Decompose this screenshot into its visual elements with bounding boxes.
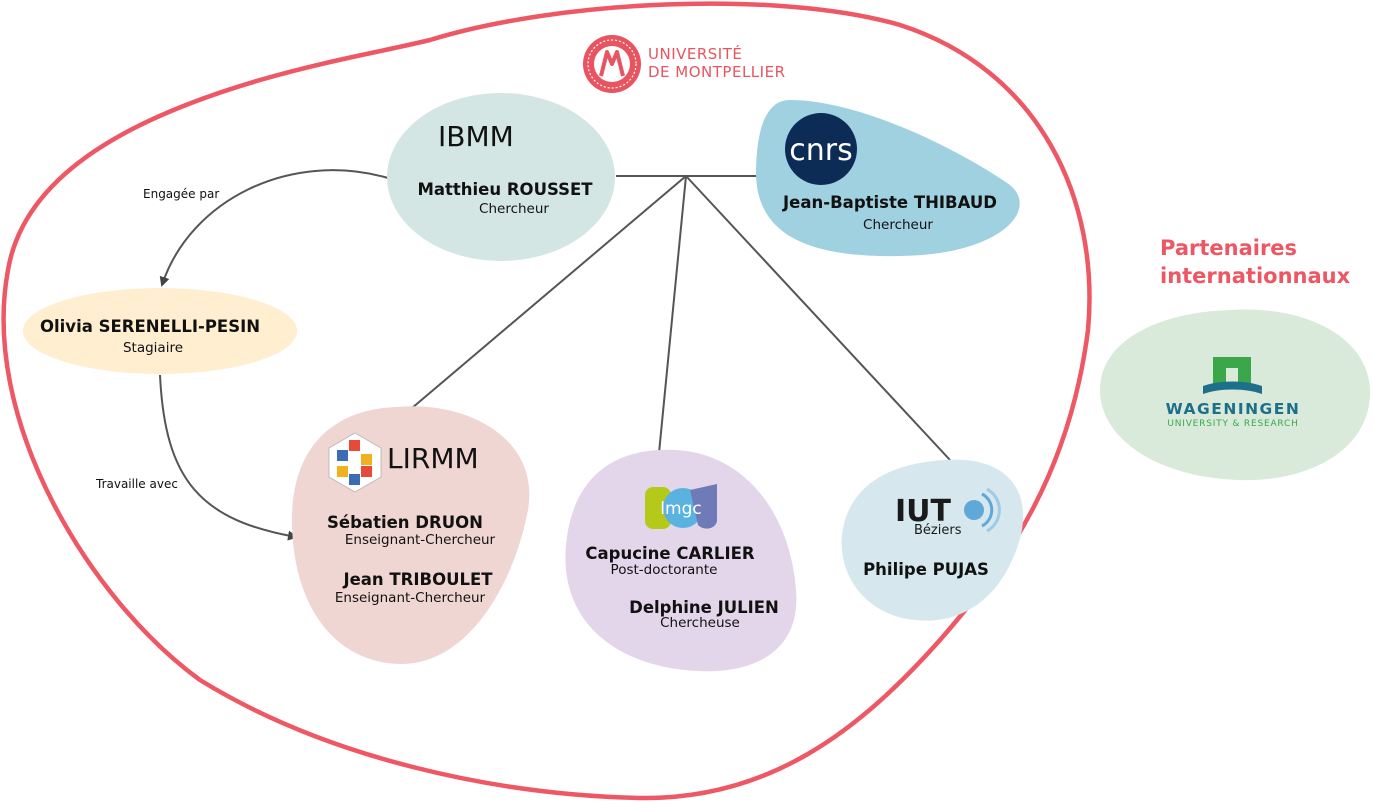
lirmm-person1-name: Sébatien DRUON [327, 513, 483, 532]
ibmm-person-role: Chercheur [479, 201, 549, 217]
wageningen-logo-icon [1203, 357, 1262, 394]
lmgc-person2-role: Chercheuse [660, 615, 740, 631]
node-lmgc: lmgc Capucine CARLIER Post-doctorante De… [565, 449, 797, 672]
edge-label-engaged-by: Engagée par [143, 187, 219, 201]
partners-title-line1: Partenaires [1160, 236, 1297, 260]
university-name-line2: DE MONTPELLIER [648, 63, 786, 81]
lmgc-logo-icon: lmgc [645, 484, 717, 529]
node-iut: IUT Béziers Philipe PUJAS [841, 459, 1024, 621]
intern-person-name: Olivia SERENELLI-PESIN [40, 317, 260, 336]
cnrs-logo-text: cnrs [789, 133, 852, 168]
university-seal-icon [583, 35, 641, 93]
edge-label-works-with: Travaille avec [95, 477, 178, 491]
lmgc-person2-name: Delphine JULIEN [629, 598, 779, 617]
cnrs-logo-icon: cnrs [785, 113, 857, 185]
lmgc-person1-role: Post-doctorante [611, 562, 718, 578]
wageningen-name: WAGENINGEN [1166, 400, 1301, 418]
intern-person-role: Stagiaire [123, 340, 183, 356]
arrow-engaged-by [159, 169, 389, 287]
lirmm-institution-label: LIRMM [387, 442, 479, 475]
link-hub-lirmm [411, 175, 687, 409]
node-intern: Olivia SERENELLI-PESIN Stagiaire [23, 288, 297, 374]
cnrs-person-role: Chercheur [863, 217, 933, 233]
wageningen-subtitle: UNIVERSITY & RESEARCH [1167, 419, 1298, 429]
ibmm-institution-label: IBMM [438, 120, 514, 153]
ibmm-person-name: Matthieu ROUSSET [417, 180, 593, 199]
link-hub-iut [685, 175, 951, 461]
link-hub-lmgc [658, 175, 687, 454]
lmgc-person1-name: Capucine CARLIER [585, 544, 754, 563]
collaboration-links [411, 175, 951, 461]
university-logo: UNIVERSITÉ DE MONTPELLIER [583, 35, 786, 93]
lirmm-logo-icon [328, 432, 382, 493]
node-lirmm: LIRMM Sébatien DRUON Enseignant-Chercheu… [292, 406, 530, 665]
iut-logo-text: IUT [895, 494, 952, 529]
iut-logo-subtext: Béziers [914, 523, 962, 538]
arrow-works-with [159, 374, 298, 541]
iut-person-name: Philipe PUJAS [863, 560, 989, 579]
node-ibmm: IBMM Matthieu ROUSSET Chercheur [387, 93, 615, 261]
partners-title-line2: internationnaux [1160, 264, 1351, 288]
university-name-line1: UNIVERSITÉ [648, 44, 742, 63]
lmgc-logo-text: lmgc [660, 499, 701, 519]
iut-logo-icon: IUT Béziers [895, 487, 1001, 538]
cnrs-person-name: Jean-Baptiste THIBAUD [782, 193, 997, 212]
node-wageningen: WAGENINGEN UNIVERSITY & RESEARCH [1100, 309, 1371, 481]
lirmm-person1-role: Enseignant-Chercheur [345, 532, 496, 548]
lirmm-person2-name: Jean TRIBOULET [342, 570, 493, 589]
node-cnrs: cnrs Jean-Baptiste THIBAUD Chercheur [755, 100, 1020, 257]
lirmm-person2-role: Enseignant-Chercheur [335, 590, 486, 606]
university-boundary [1, 1, 1092, 801]
